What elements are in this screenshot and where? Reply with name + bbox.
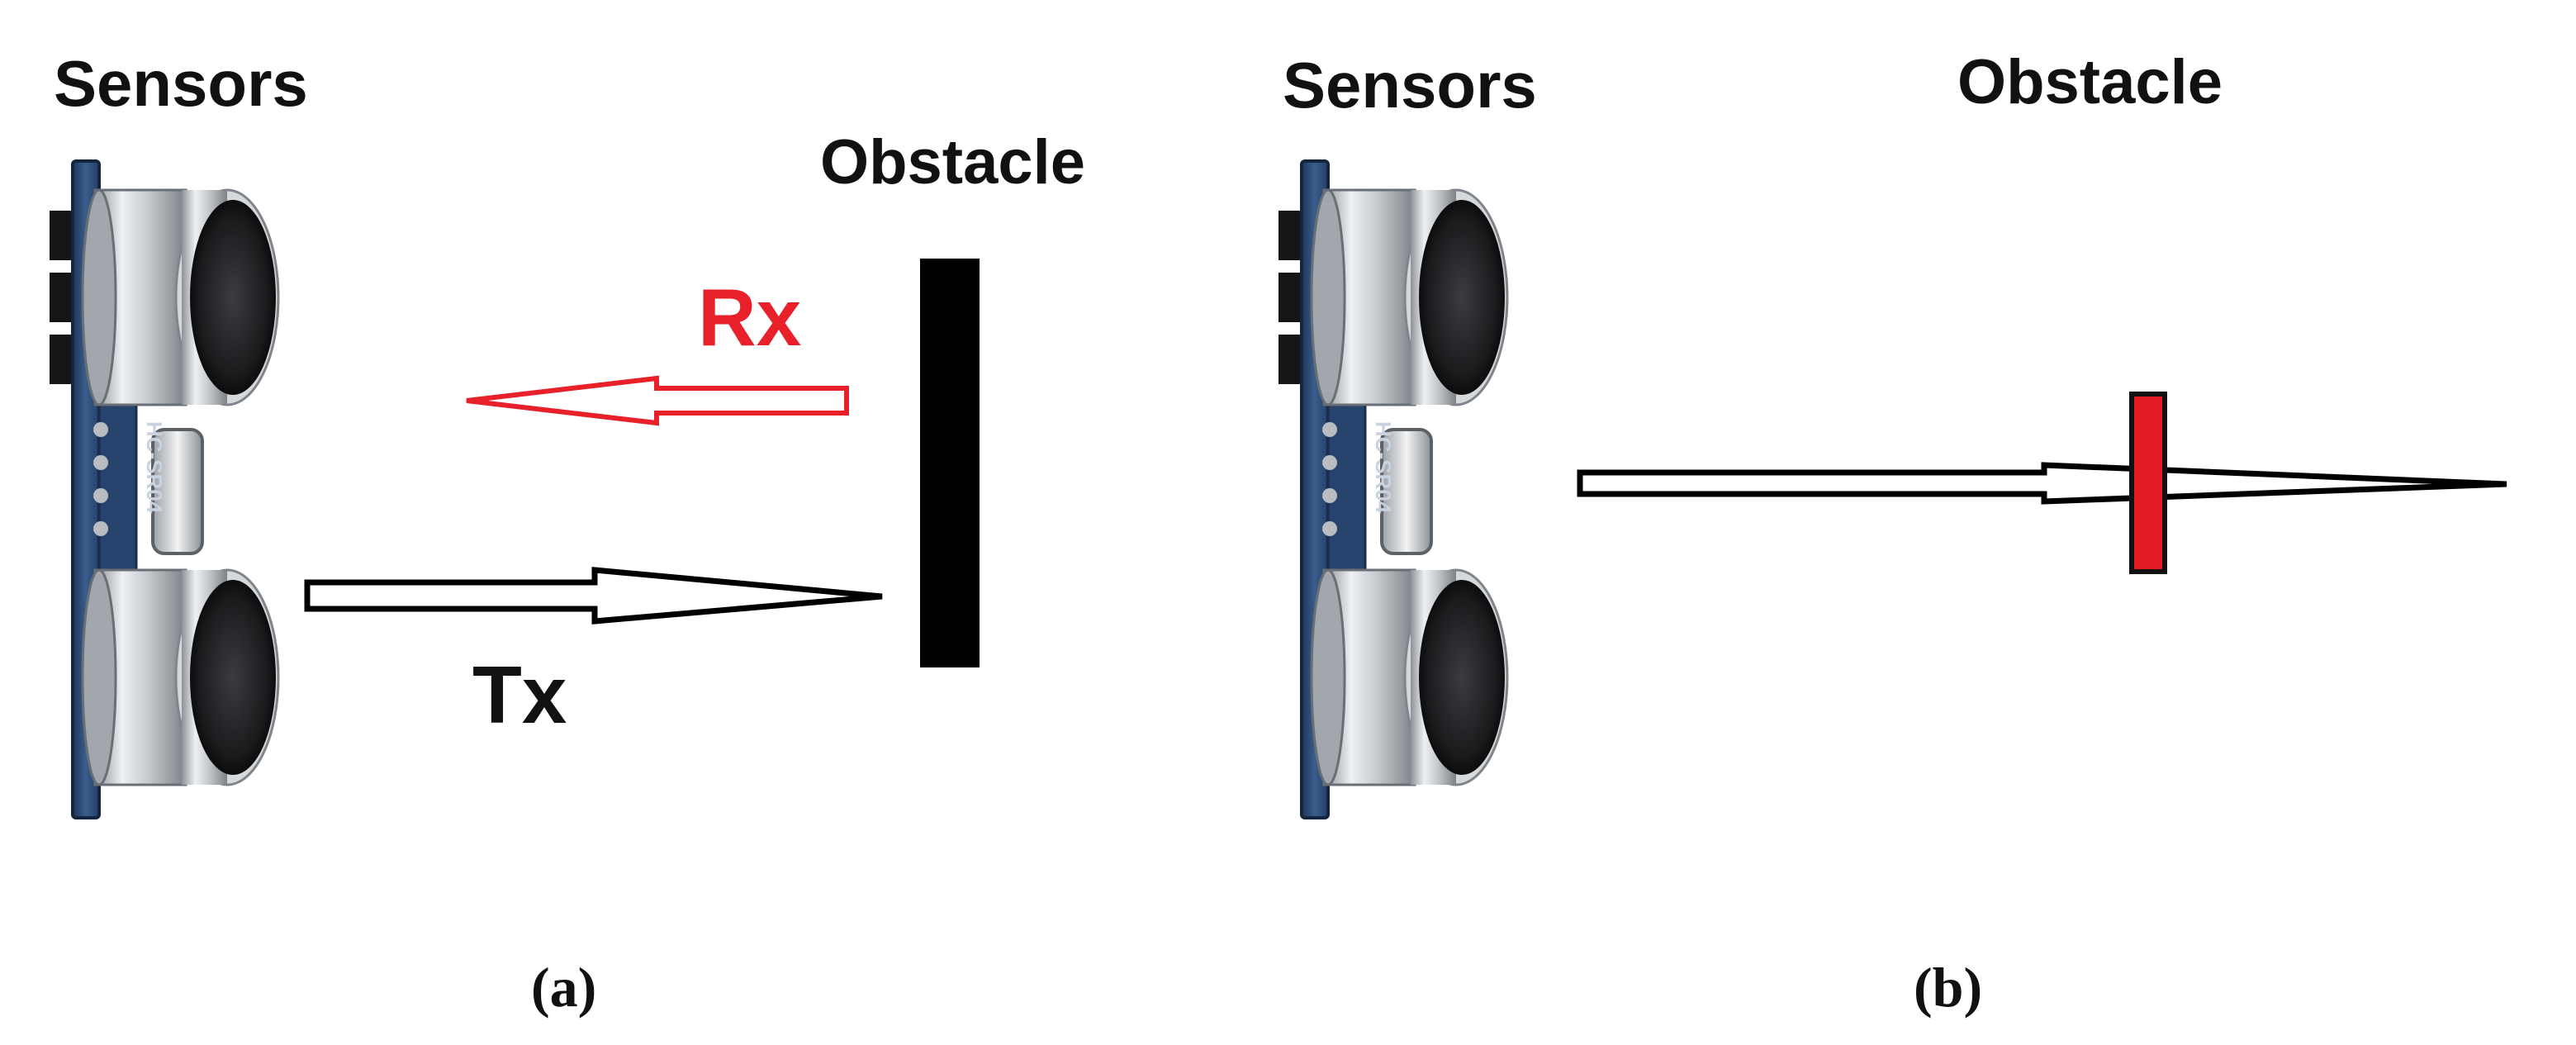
rx-arrow [466,375,849,426]
sensors-label-b: Sensors [1283,49,1537,121]
obstacle-wall-icon [2129,392,2167,574]
caption-b: (b) [1914,956,1982,1019]
obstacle-wall-icon [920,259,980,667]
panel-b: Sensors HC-SR04 Obstacle (b) [1277,47,2507,1019]
tx-label: Tx [472,649,567,740]
obstacle-label-b: Obstacle [1957,47,2223,117]
caption-a: (a) [531,956,596,1019]
rx-label: Rx [698,272,801,363]
tx-arrow-long [1577,462,2507,505]
tx-arrow [304,567,883,625]
obstacle-label-a: Obstacle [820,127,1085,197]
module-text-b: HC-SR04 [1371,421,1396,514]
sensors-label-a: Sensors [54,47,308,120]
panel-a: Sensors HC-SR04 Obstacle Rx Tx (a) [48,47,1085,1019]
module-text-a: HC-SR04 [142,421,167,514]
